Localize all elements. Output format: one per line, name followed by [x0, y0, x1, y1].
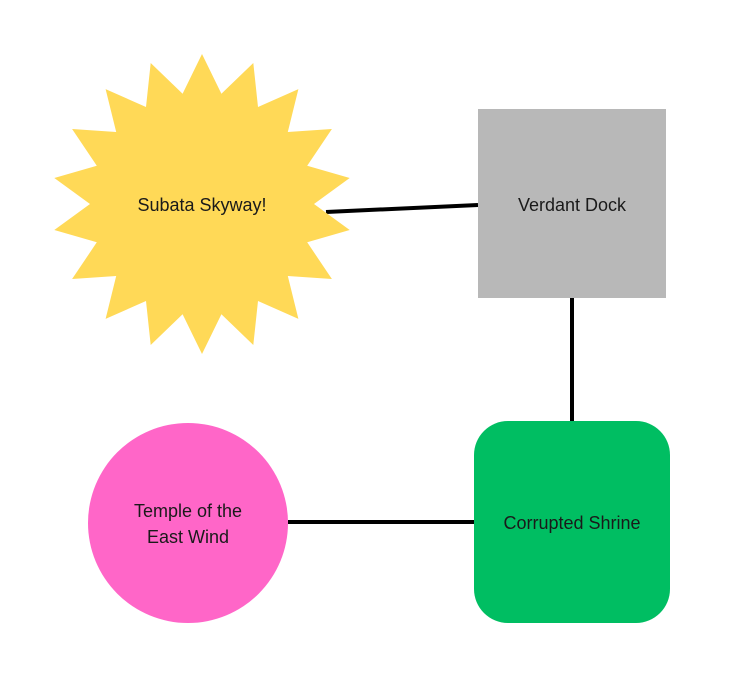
circle-shape — [88, 423, 288, 623]
starburst-shape — [54, 54, 350, 354]
node-label-line-1: Temple of the — [134, 501, 242, 521]
node-label-line-2: East Wind — [147, 527, 229, 547]
square-shape — [478, 109, 666, 298]
node-corrupted-shrine[interactable]: Corrupted Shrine — [474, 421, 670, 623]
node-verdant-dock[interactable]: Verdant Dock — [478, 109, 666, 298]
rounded-square-shape — [474, 421, 670, 623]
node-subata-skyway[interactable]: Subata Skyway! — [54, 54, 350, 354]
node-label: Verdant Dock — [518, 195, 627, 215]
connectors — [288, 203, 574, 524]
edge-subata-verdant — [325, 203, 479, 214]
node-label: Subata Skyway! — [137, 195, 266, 215]
node-label: Corrupted Shrine — [503, 513, 640, 533]
node-temple-east-wind[interactable]: Temple of the East Wind — [88, 423, 288, 623]
